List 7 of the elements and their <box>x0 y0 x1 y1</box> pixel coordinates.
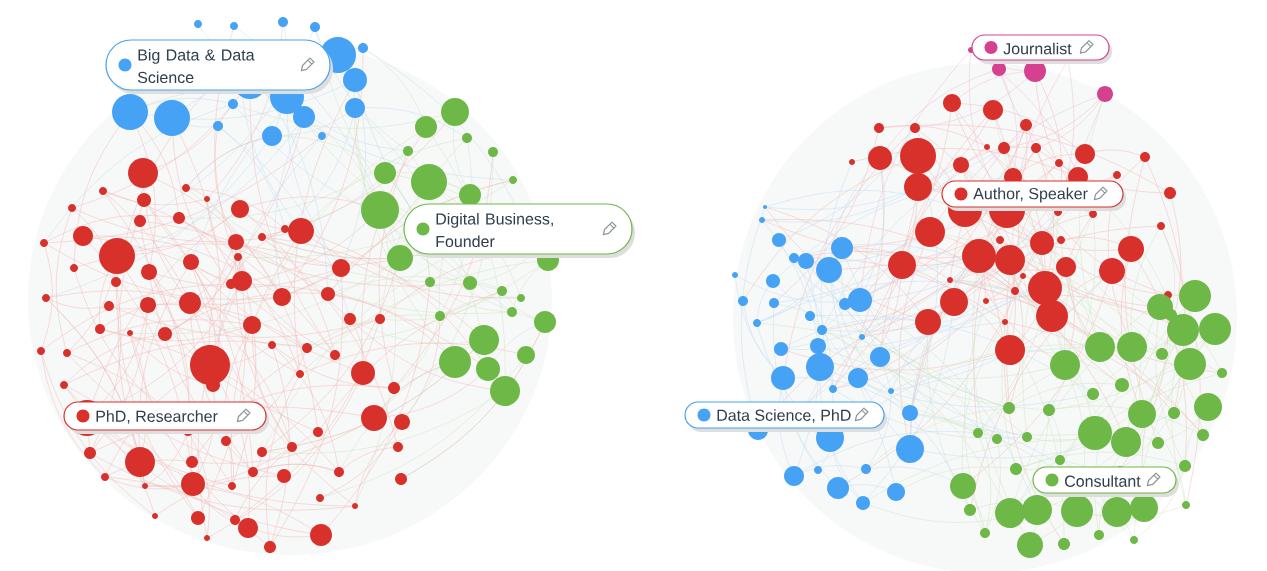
label-pill: Consultant <box>1032 466 1179 497</box>
label-pill: Digital Business, Founder <box>403 203 635 258</box>
label-pill: PhD, Researcher <box>63 401 269 434</box>
label-pill: Big Data & Data Science <box>105 39 333 94</box>
label-pill: Data Science, PhD <box>684 401 887 432</box>
label-pill: Author, Speaker <box>941 180 1126 211</box>
label-pill: Journalist <box>971 34 1112 64</box>
